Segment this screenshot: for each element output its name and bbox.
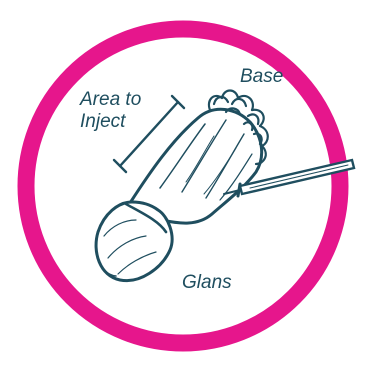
glans-label: Glans xyxy=(182,272,232,294)
base-label: Base xyxy=(240,66,283,88)
area-to-inject-line2: Inject xyxy=(80,111,141,133)
area-to-inject-label: Area to Inject xyxy=(80,89,141,133)
area-to-inject-line1: Area to xyxy=(80,89,141,111)
